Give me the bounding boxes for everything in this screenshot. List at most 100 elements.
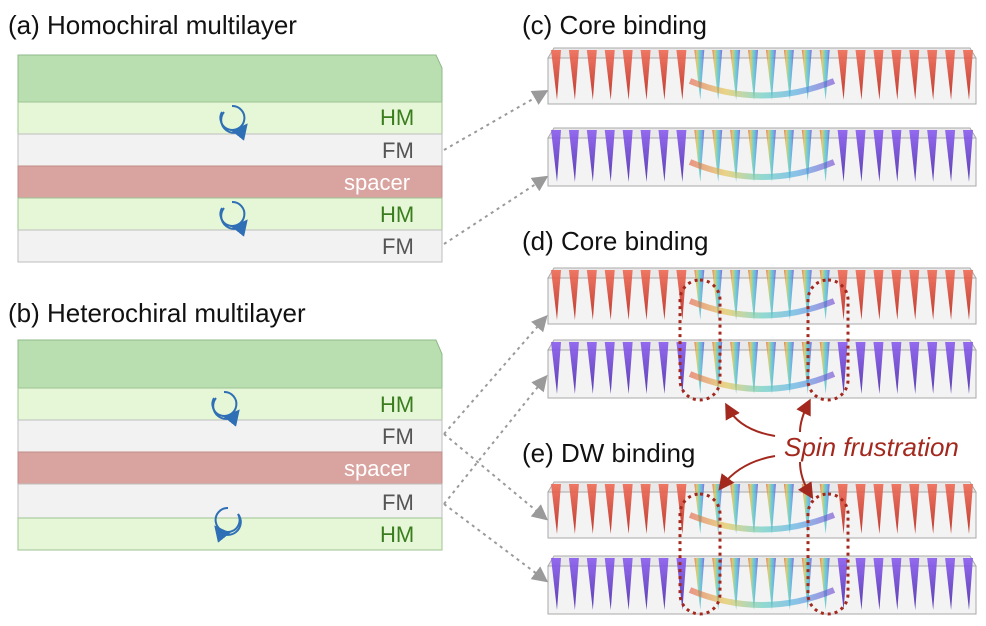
spin-arrow — [586, 270, 597, 320]
spin-arrow — [909, 558, 920, 610]
spin-arrow — [730, 484, 741, 534]
spin-arrow — [622, 484, 633, 534]
spin-arrow — [783, 342, 794, 394]
spin-arrow — [622, 342, 633, 394]
spin-arrow — [891, 342, 902, 394]
spin-arrow — [963, 558, 973, 610]
spin-arrow — [712, 130, 723, 182]
spin-arrow — [801, 270, 812, 320]
layer-label-hm: HM — [380, 392, 415, 417]
spin-arrow — [730, 270, 741, 320]
slab-d-bottom — [547, 339, 977, 399]
spin-arrow — [551, 342, 561, 394]
spin-frustration-label: Spin frustration — [784, 432, 959, 462]
spin-arrow — [819, 558, 830, 610]
spin-arrow — [783, 270, 794, 320]
spin-arrow — [765, 270, 776, 320]
spin-arrow — [855, 484, 866, 534]
spin-arrow — [640, 342, 651, 394]
spin-arrow — [963, 130, 973, 182]
spin-arrow — [927, 270, 938, 320]
panel-a-stack — [17, 54, 443, 263]
spin-arrow — [783, 50, 794, 100]
spin-arrow — [963, 342, 973, 394]
panel-e-title: (e) DW binding — [522, 438, 696, 468]
spin-arrow — [730, 130, 741, 182]
spin-arrow — [837, 484, 848, 534]
spin-arrow — [855, 558, 866, 610]
spin-arrow — [909, 270, 920, 320]
spin-arrow — [568, 270, 579, 320]
spin-arrow — [927, 558, 938, 610]
spin-arrow — [837, 342, 848, 394]
spin-arrow — [694, 484, 705, 534]
spin-arrow — [837, 558, 848, 610]
spin-arrow — [568, 558, 579, 610]
spin-arrow — [568, 50, 579, 100]
spin-arrow — [927, 50, 938, 100]
spin-arrow — [837, 130, 848, 182]
spin-arrow — [819, 50, 830, 100]
spin-arrow — [783, 558, 794, 610]
spin-arrow — [658, 558, 669, 610]
spin-arrow — [837, 50, 848, 100]
spin-arrow — [622, 270, 633, 320]
spin-arrow — [891, 558, 902, 610]
spin-arrow — [604, 558, 615, 610]
spin-arrow — [712, 558, 723, 610]
spin-arrow — [694, 270, 705, 320]
spin-arrow — [658, 130, 669, 182]
spin-arrow — [676, 484, 687, 534]
spin-arrow — [658, 270, 669, 320]
spin-arrow — [765, 342, 776, 394]
layer-label-hm: HM — [380, 202, 415, 227]
spin-arrow — [551, 130, 561, 182]
spin-arrow — [658, 484, 669, 534]
layer-label-hm: HM — [380, 105, 415, 130]
spin-arrow — [586, 130, 597, 182]
spin-arrow — [855, 50, 866, 100]
spin-arrow — [909, 130, 920, 182]
layer-label-fm: FM — [382, 424, 414, 449]
spin-arrow — [712, 270, 723, 320]
spin-arrow — [765, 50, 776, 100]
spin-arrow — [604, 270, 615, 320]
spin-arrow — [586, 50, 597, 100]
spin-arrow — [819, 270, 830, 320]
spin-arrow — [604, 484, 615, 534]
spin-arrow — [640, 270, 651, 320]
spin-arrow — [676, 50, 687, 100]
spin-arrow — [676, 270, 687, 320]
spin-arrow — [891, 484, 902, 534]
spin-arrow — [622, 558, 633, 610]
spin-arrow — [694, 50, 705, 100]
spin-arrow — [712, 50, 723, 100]
spin-arrow — [551, 558, 561, 610]
spin-arrow — [837, 270, 848, 320]
layer-label-hm: HM — [380, 522, 415, 547]
spin-arrow — [568, 130, 579, 182]
spin-arrow — [801, 50, 812, 100]
spin-arrow — [551, 50, 561, 100]
panel-b-stack — [17, 339, 443, 551]
panel-b-title: (b) Heterochiral multilayer — [8, 298, 306, 328]
spin-arrow — [604, 50, 615, 100]
layer-label-spacer: spacer — [344, 456, 411, 481]
spin-arrow — [909, 484, 920, 534]
spin-arrow — [873, 270, 884, 320]
spin-arrow — [855, 270, 866, 320]
spin-arrow — [945, 558, 956, 610]
spin-arrow — [819, 342, 830, 394]
spin-arrow — [748, 130, 759, 182]
spin-arrow — [748, 50, 759, 100]
spin-arrow — [622, 130, 633, 182]
spin-arrow — [694, 130, 705, 182]
spin-arrow — [945, 130, 956, 182]
spin-arrow — [694, 342, 705, 394]
spin-arrow — [765, 130, 776, 182]
spin-arrow — [730, 342, 741, 394]
slab-e-top — [547, 481, 977, 539]
panel-d-title: (d) Core binding — [522, 226, 709, 256]
slab-d-top — [547, 267, 977, 325]
